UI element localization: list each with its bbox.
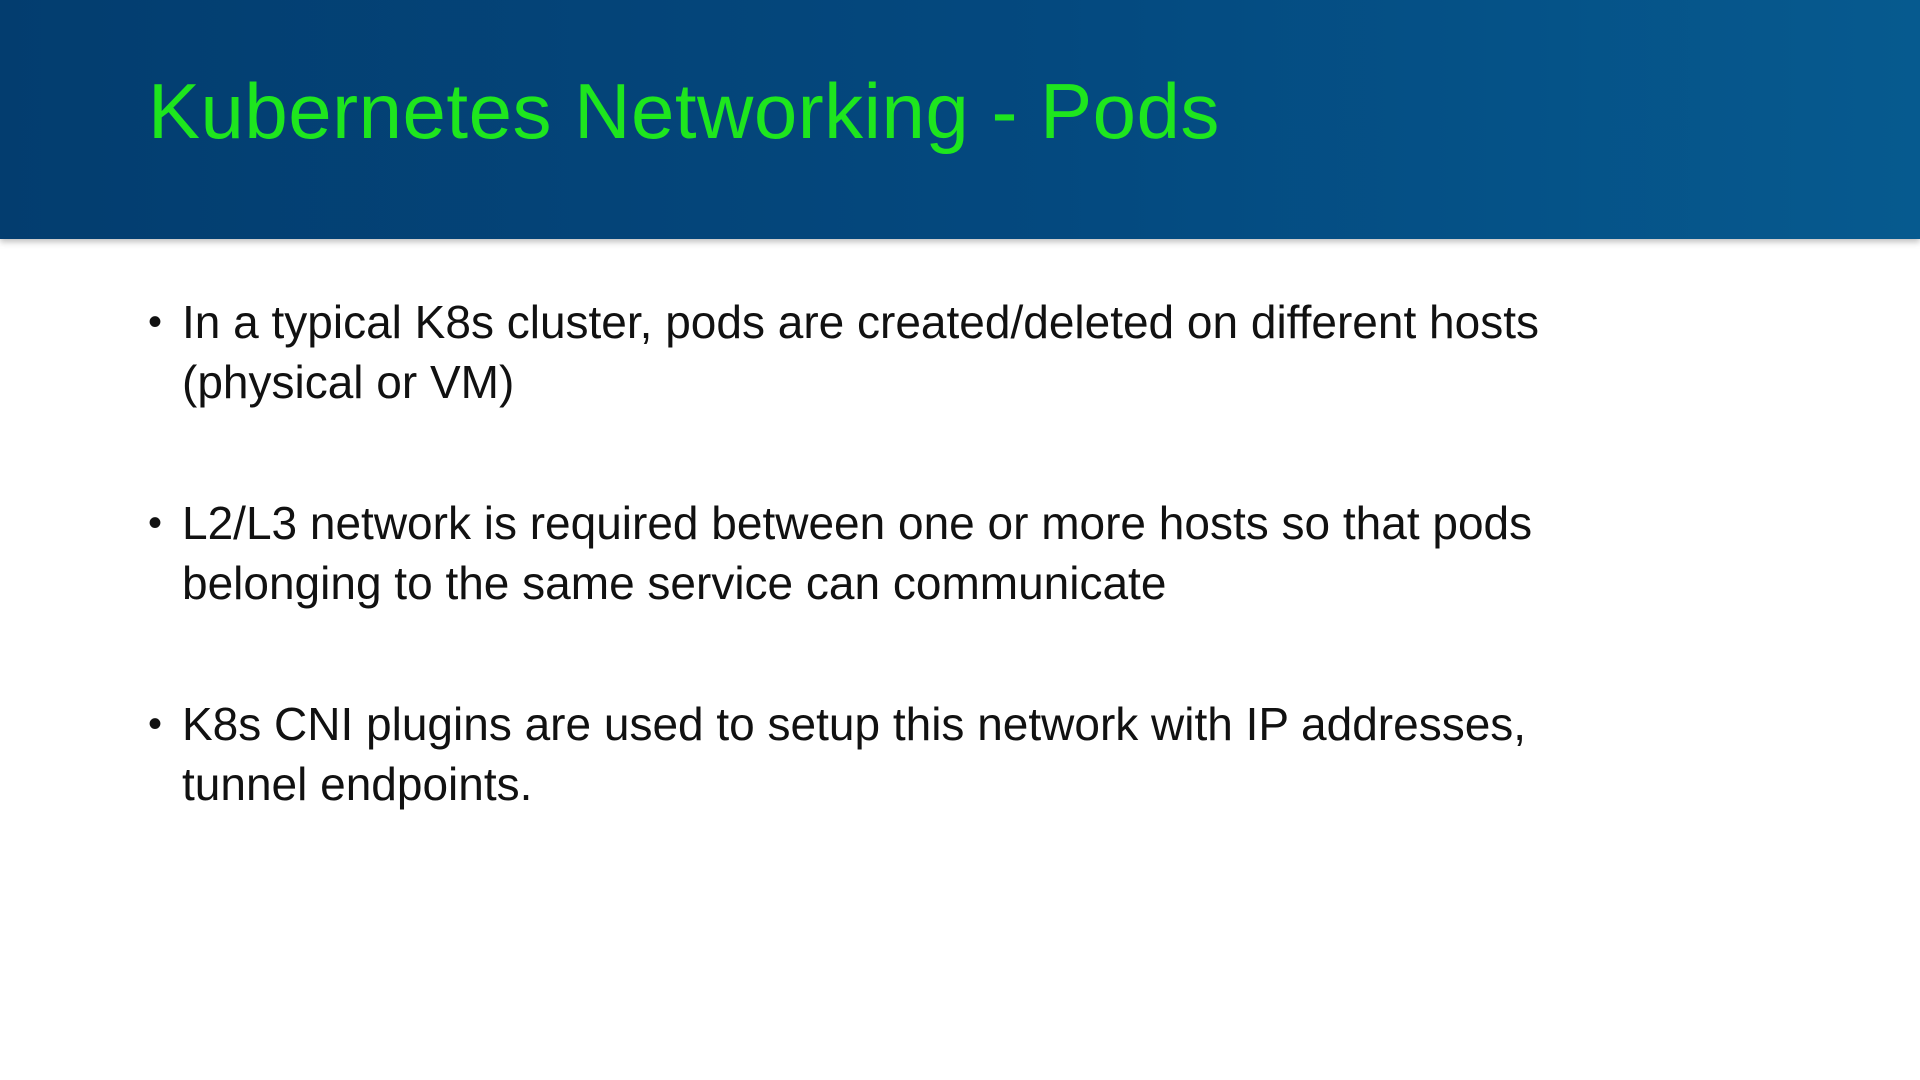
bullet-item: • L2/L3 network is required between one … <box>148 493 1748 613</box>
bullet-list: • In a typical K8s cluster, pods are cre… <box>148 292 1748 895</box>
bullet-text: K8s CNI plugins are used to setup this n… <box>182 698 1527 810</box>
bullet-item: • In a typical K8s cluster, pods are cre… <box>148 292 1748 412</box>
bullet-dot-icon: • <box>148 300 163 344</box>
bullet-text: L2/L3 network is required between one or… <box>182 497 1533 609</box>
bullet-text: In a typical K8s cluster, pods are creat… <box>182 296 1539 408</box>
bullet-dot-icon: • <box>148 501 163 545</box>
bullet-dot-icon: • <box>148 702 163 746</box>
slide-title: Kubernetes Networking - Pods <box>148 67 1220 155</box>
bullet-item: • K8s CNI plugins are used to setup this… <box>148 694 1748 814</box>
title-banner: Kubernetes Networking - Pods <box>0 0 1920 239</box>
